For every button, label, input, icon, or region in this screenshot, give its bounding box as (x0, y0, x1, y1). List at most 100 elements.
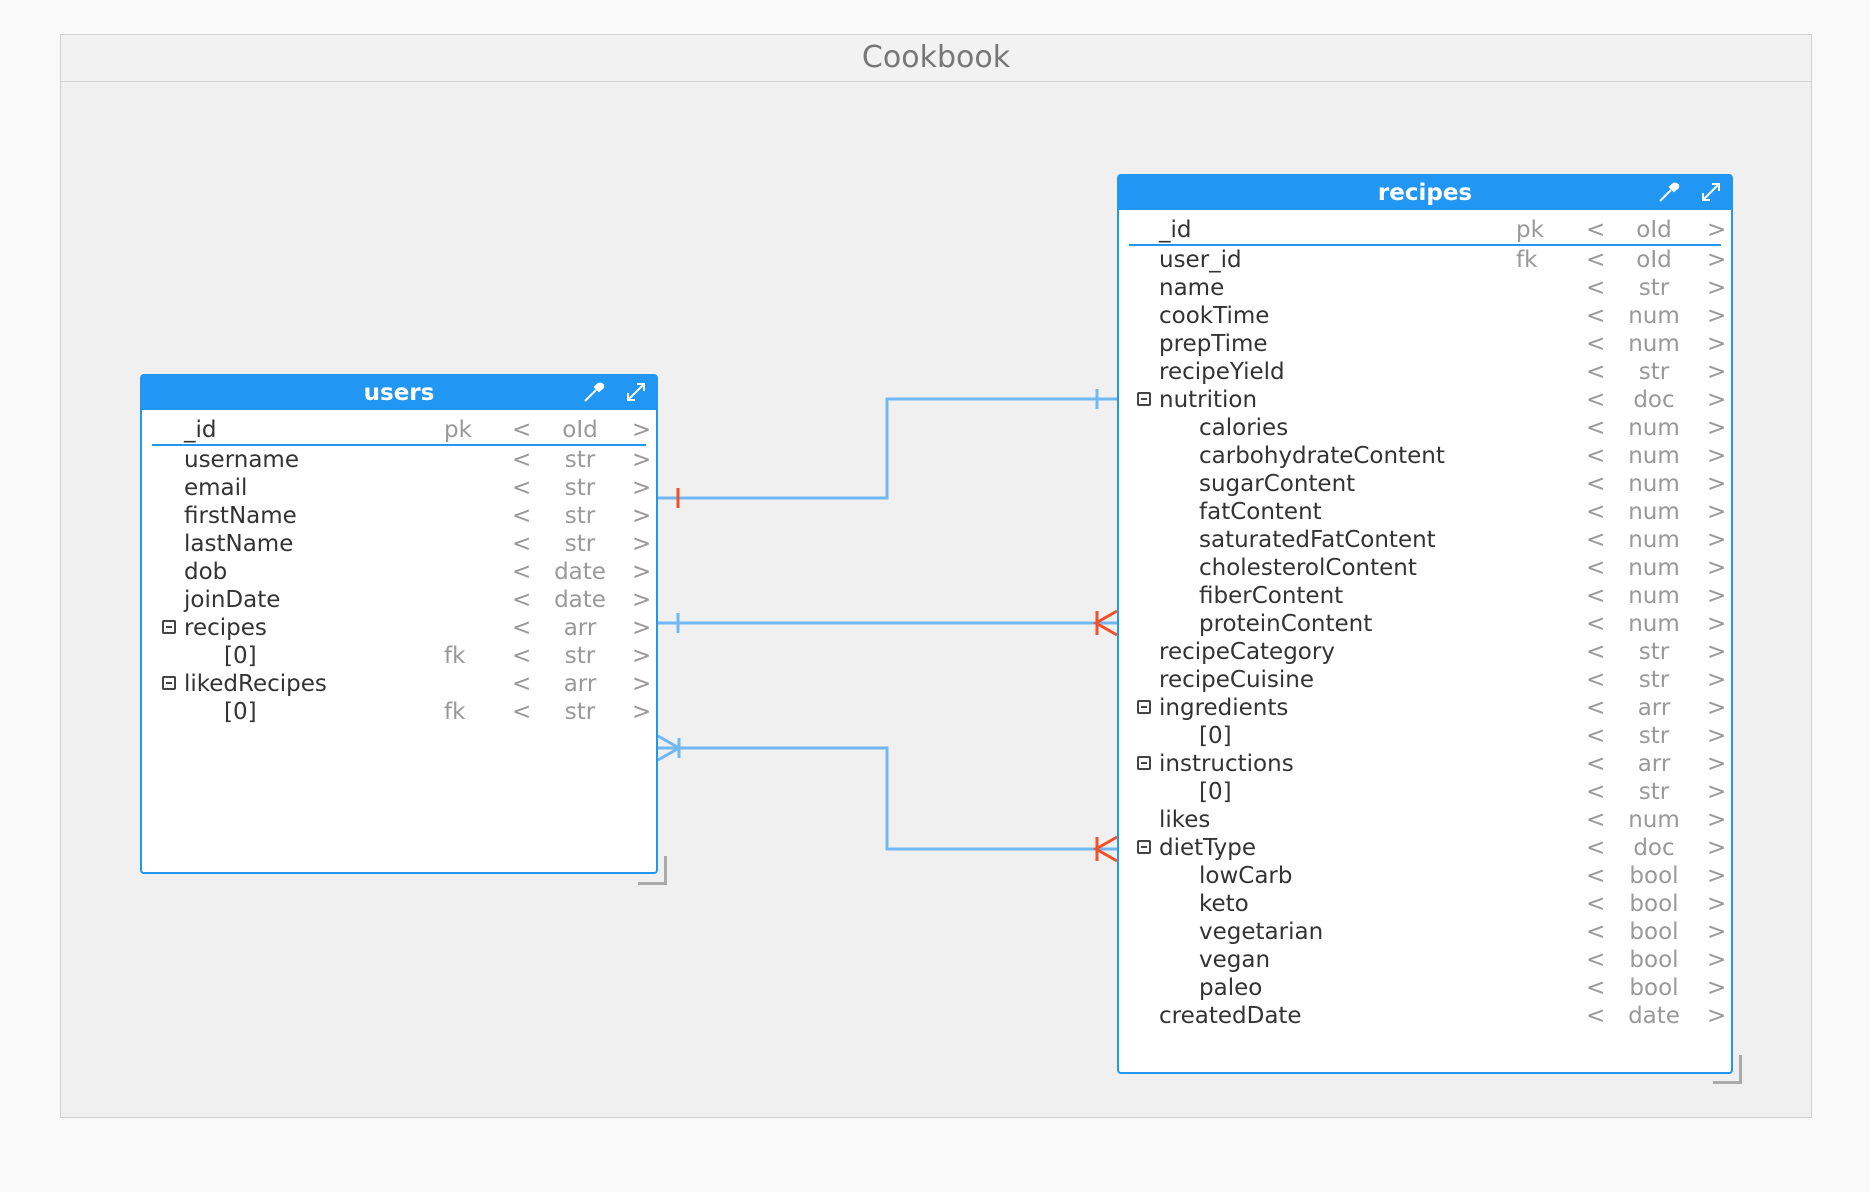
field-lt-bracket: < (1586, 247, 1606, 273)
field-row[interactable]: keto<bool> (1119, 890, 1731, 918)
field-type: num (1628, 583, 1680, 609)
field-gt-bracket: > (1707, 471, 1727, 497)
field-row[interactable]: email<str> (142, 474, 656, 502)
resize-handle[interactable] (638, 856, 667, 885)
field-row[interactable]: calories<num> (1119, 414, 1731, 442)
field-row[interactable]: recipeCategory<str> (1119, 638, 1731, 666)
field-row[interactable]: username<str> (142, 446, 656, 474)
field-row[interactable]: likedRecipes<arr> (142, 670, 656, 698)
field-lt-bracket: < (1586, 835, 1606, 861)
collapse-toggle-icon[interactable] (1137, 700, 1151, 714)
field-row[interactable]: proteinContent<num> (1119, 610, 1731, 638)
field-name: [0] (1199, 723, 1232, 749)
field-row[interactable]: cookTime<num> (1119, 302, 1731, 330)
field-lt-bracket: < (512, 417, 532, 443)
field-row[interactable]: [0]<str> (1119, 778, 1731, 806)
collapse-toggle-icon[interactable] (162, 620, 176, 634)
field-type: oId (1636, 217, 1672, 243)
field-gt-bracket: > (1707, 611, 1727, 637)
field-row[interactable]: dob<date> (142, 558, 656, 586)
field-row[interactable]: carbohydrateContent<num> (1119, 442, 1731, 470)
field-row[interactable]: saturatedFatContent<num> (1119, 526, 1731, 554)
eyedropper-icon[interactable] (1657, 180, 1681, 204)
field-name: calories (1199, 415, 1289, 441)
field-row[interactable]: createdDate<date> (1119, 1002, 1731, 1030)
field-row[interactable]: name<str> (1119, 274, 1731, 302)
field-gt-bracket: > (632, 447, 652, 473)
field-type: date (554, 587, 606, 613)
collapse-toggle-icon[interactable] (1137, 392, 1151, 406)
field-name: sugarContent (1199, 471, 1356, 497)
entity-header[interactable]: recipes (1119, 176, 1731, 210)
field-name: user_id (1159, 247, 1242, 273)
field-type: bool (1629, 891, 1679, 917)
field-gt-bracket: > (1707, 975, 1727, 1001)
field-row[interactable]: recipeCuisine<str> (1119, 666, 1731, 694)
field-row[interactable]: recipes<arr> (142, 614, 656, 642)
field-gt-bracket: > (632, 671, 652, 697)
field-lt-bracket: < (1586, 359, 1606, 385)
field-lt-bracket: < (1586, 975, 1606, 1001)
field-type: bool (1629, 947, 1679, 973)
field-row[interactable]: vegetarian<bool> (1119, 918, 1731, 946)
field-name: lowCarb (1199, 863, 1293, 889)
collapse-toggle-icon[interactable] (1137, 840, 1151, 854)
field-row[interactable]: fiberContent<num> (1119, 582, 1731, 610)
field-gt-bracket: > (632, 615, 652, 641)
field-row[interactable]: [0]fk<str> (142, 698, 656, 726)
field-row[interactable]: prepTime<num> (1119, 330, 1731, 358)
field-row[interactable]: nutrition<doc> (1119, 386, 1731, 414)
expand-icon[interactable] (1699, 180, 1723, 204)
field-lt-bracket: < (1586, 275, 1606, 301)
field-row[interactable]: recipeYield<str> (1119, 358, 1731, 386)
relationship-line-users-likedrecipes-recipes-id (658, 746, 1117, 851)
eyedropper-icon[interactable] (582, 380, 606, 404)
field-row[interactable]: lastName<str> (142, 530, 656, 558)
field-row[interactable]: cholesterolContent<num> (1119, 554, 1731, 582)
field-gt-bracket: > (1707, 247, 1727, 273)
field-row[interactable]: [0]fk<str> (142, 642, 656, 670)
field-row[interactable]: ingredients<arr> (1119, 694, 1731, 722)
entity-header[interactable]: users (142, 376, 656, 410)
field-row[interactable]: paleo<bool> (1119, 974, 1731, 1002)
field-lt-bracket: < (1586, 667, 1606, 693)
field-type: date (554, 559, 606, 585)
field-gt-bracket: > (1707, 807, 1727, 833)
field-row[interactable]: fatContent<num> (1119, 498, 1731, 526)
field-gt-bracket: > (1707, 387, 1727, 413)
field-type: str (564, 447, 596, 473)
field-type: num (1628, 499, 1680, 525)
field-row[interactable]: instructions<arr> (1119, 750, 1731, 778)
field-name: createdDate (1159, 1003, 1302, 1029)
collapse-toggle-icon[interactable] (162, 676, 176, 690)
field-row[interactable]: firstName<str> (142, 502, 656, 530)
entity-title: recipes (1377, 180, 1473, 206)
field-row[interactable]: vegan<bool> (1119, 946, 1731, 974)
field-lt-bracket: < (1586, 583, 1606, 609)
expand-icon[interactable] (624, 380, 648, 404)
field-gt-bracket: > (1707, 303, 1727, 329)
field-row[interactable]: [0]<str> (1119, 722, 1731, 750)
field-row[interactable]: dietType<doc> (1119, 834, 1731, 862)
field-gt-bracket: > (1707, 863, 1727, 889)
collapse-toggle-icon[interactable] (1137, 756, 1151, 770)
field-type: str (564, 643, 596, 669)
field-row[interactable]: joinDate<date> (142, 586, 656, 614)
field-row[interactable]: sugarContent<num> (1119, 470, 1731, 498)
field-key-badge: pk (444, 417, 472, 443)
field-row[interactable]: lowCarb<bool> (1119, 862, 1731, 890)
field-type: date (1628, 1003, 1680, 1029)
field-lt-bracket: < (1586, 919, 1606, 945)
field-key-badge: fk (444, 699, 466, 725)
field-name: fiberContent (1199, 583, 1344, 609)
field-row[interactable]: likes<num> (1119, 806, 1731, 834)
field-name: prepTime (1159, 331, 1268, 357)
resize-handle[interactable] (1713, 1055, 1742, 1084)
field-name: vegetarian (1199, 919, 1324, 945)
